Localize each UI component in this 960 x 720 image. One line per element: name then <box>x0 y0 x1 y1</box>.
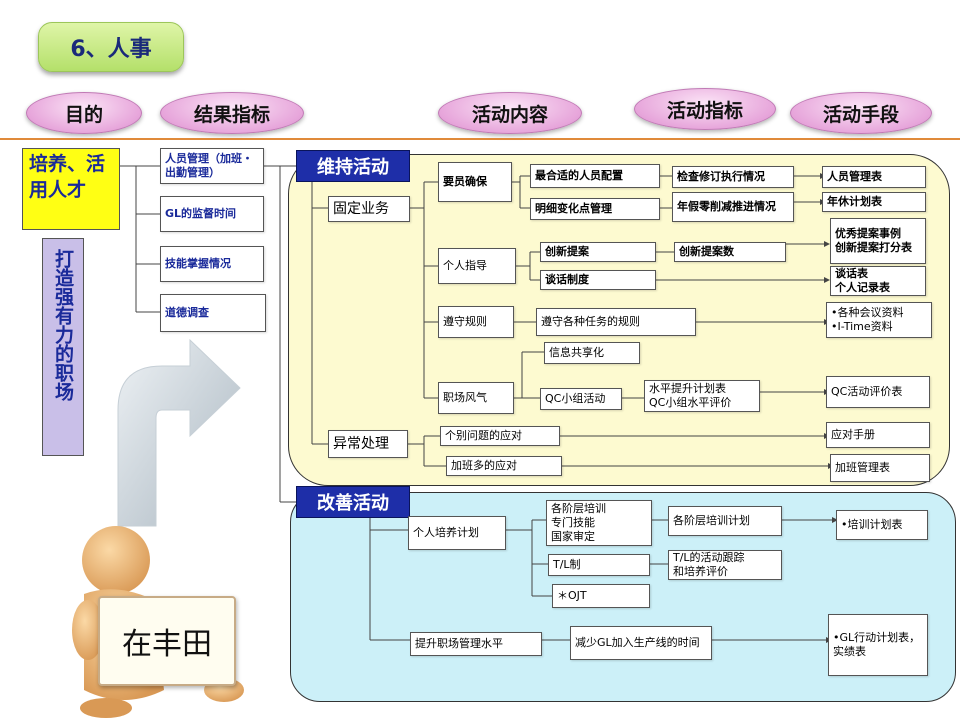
improve-reduce-gl: 减少GL加入生产线的时间 <box>570 626 712 660</box>
indicator-ethics-survey: 道德调查 <box>160 294 266 332</box>
improve-training-items: 各阶层培训 专门技能 国家审定 <box>546 500 652 546</box>
means-staff-table: 人员管理表 <box>822 166 926 188</box>
page-title: 6、人事 <box>38 22 184 72</box>
ind-leave-reduce: 年假零削减推进情况 <box>672 192 794 222</box>
improve-means-training-plan: •培训计划表 <box>836 510 928 540</box>
item-optimal-staffing: 最合适的人员配置 <box>530 164 660 188</box>
header-activity-indicators: 活动指标 <box>634 88 776 130</box>
abnormal-handling: 异常处理 <box>328 430 408 458</box>
header-activity-content: 活动内容 <box>438 92 582 134</box>
goal-vertical-box: 打造强有力的职场 <box>42 238 84 456</box>
means-meeting-docs: •各种会议资料 •I-Time资料 <box>826 302 932 338</box>
sub-staff-securing: 要员确保 <box>438 162 512 202</box>
curved-arrow-icon <box>117 338 241 527</box>
sub-workplace-atmosphere: 职场风气 <box>438 382 514 414</box>
means-talk-record: 谈话表 个人记录表 <box>830 266 926 296</box>
item-overtime-response: 加班多的应对 <box>446 456 562 476</box>
improve-personal-plan: 个人培养计划 <box>408 516 506 550</box>
means-overtime-table: 加班管理表 <box>830 454 930 482</box>
item-info-share: 信息共享化 <box>544 342 640 364</box>
indicator-skill-mastery: 技能掌握情况 <box>160 246 264 282</box>
fixed-work: 固定业务 <box>328 196 410 222</box>
improve-workplace-level: 提升职场管理水平 <box>410 632 542 656</box>
item-individual-issue: 个别问题的应对 <box>440 426 560 446</box>
item-innovation-proposal: 创新提案 <box>540 242 656 262</box>
ind-qc-plan: 水平提升计划表 QC小组水平评价 <box>644 380 760 412</box>
means-qc-eval: QC活动评价表 <box>826 376 930 408</box>
sign-board: 在丰田 <box>98 596 236 686</box>
improve-ojt: ＊OJT <box>552 584 650 608</box>
divider-rule <box>0 138 960 140</box>
item-rules-task: 遵守各种任务的规则 <box>536 308 696 336</box>
item-change-points: 明细变化点管理 <box>530 198 660 220</box>
sub-rule-compliance: 遵守规则 <box>438 306 514 338</box>
means-proposal-examples: 优秀提案事例 创新提案打分表 <box>830 218 926 264</box>
improve-means-gl-plan: •GL行动计划表，实绩表 <box>828 614 928 676</box>
header-result-indicators: 结果指标 <box>160 92 304 134</box>
header-activity-means: 活动手段 <box>790 92 932 134</box>
ind-check-revise: 检查修订执行情况 <box>672 166 794 188</box>
header-purpose: 目的 <box>26 92 142 134</box>
improve-tl: T/L制 <box>548 554 650 576</box>
item-qc-activity: QC小组活动 <box>540 388 622 410</box>
improve-ind-level-training: 各阶层培训计划 <box>668 506 782 536</box>
means-leave-plan: 年休计划表 <box>822 192 926 212</box>
ind-proposal-count: 创新提案数 <box>674 242 786 262</box>
section-maintain: 维持活动 <box>296 150 410 182</box>
indicator-gl-supervision: GL的监督时间 <box>160 196 264 232</box>
item-talk-system: 谈话制度 <box>540 270 656 290</box>
sub-personal-guidance: 个人指导 <box>438 248 516 284</box>
improve-ind-tl-tracking: T/L的活动跟踪 和培养评价 <box>668 550 782 580</box>
means-manual: 应对手册 <box>826 422 930 448</box>
section-improve: 改善活动 <box>296 486 410 518</box>
indicator-staff-management: 人员管理（加班・出勤管理） <box>160 148 264 184</box>
goal-box: 培养、活用人才 <box>22 148 120 230</box>
